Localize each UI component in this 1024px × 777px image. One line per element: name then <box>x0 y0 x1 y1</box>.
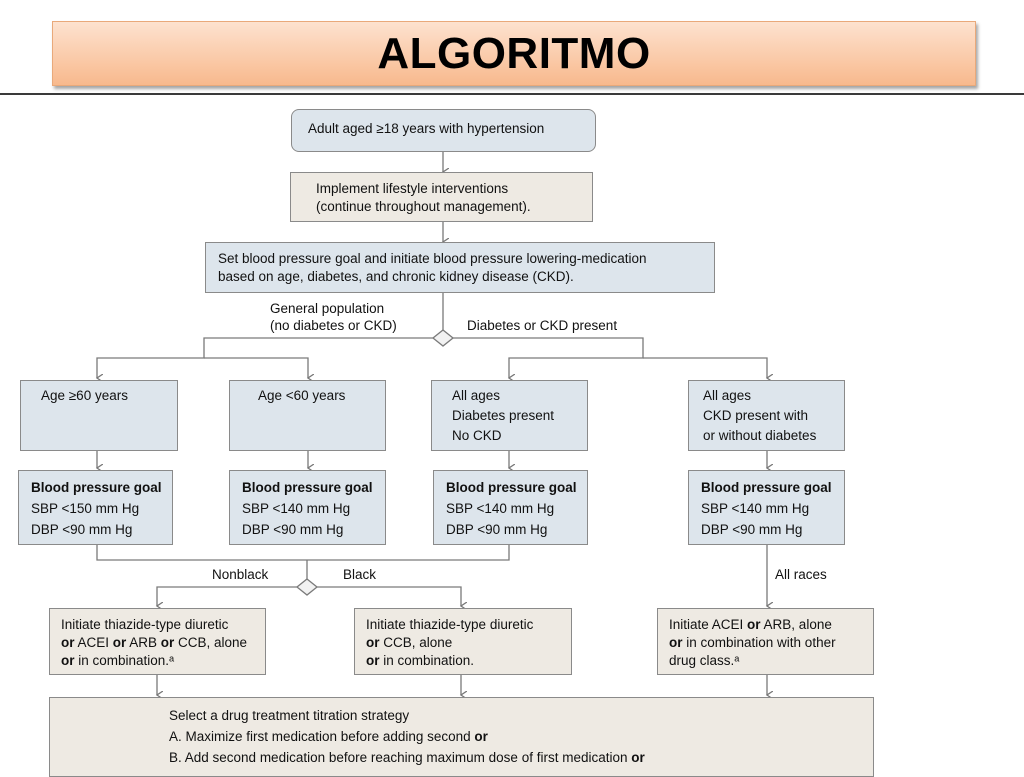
label-all-races: All races <box>775 567 827 582</box>
arrow-ageunder60 <box>204 357 308 378</box>
goal-box-1: Blood pressure goal SBP <150 mm Hg DBP <… <box>18 470 173 545</box>
decision-diamond-race <box>295 578 319 596</box>
group-ckd: All ages CKD present with or without dia… <box>688 380 845 451</box>
page-title: ALGORITMO <box>377 28 651 78</box>
set-goal-box: Set blood pressure goal and initiate blo… <box>205 242 715 293</box>
group-diabetes: All ages Diabetes present No CKD <box>431 380 588 451</box>
treatment-ckd: Initiate ACEI or ARB, alone or in combin… <box>657 608 874 675</box>
goal-box-4: Blood pressure goal SBP <140 mm Hg DBP <… <box>688 470 845 545</box>
merge-line-goals <box>96 545 510 561</box>
divider <box>0 93 1024 95</box>
title-banner: ALGORITMO <box>52 21 976 86</box>
label-black: Black <box>343 567 377 582</box>
arrow-nonblack <box>157 586 297 606</box>
lifestyle-box: Implement lifestyle interventions (conti… <box>290 172 593 222</box>
titration-box: Select a drug treatment titration strate… <box>49 697 874 777</box>
group-age-under-60: Age <60 years <box>229 380 386 451</box>
arrow-ckd <box>643 357 767 378</box>
start-box: Adult aged ≥18 years with hypertension <box>291 109 596 152</box>
arrow-diabetes <box>453 337 644 378</box>
treatment-black: Initiate thiazide-type diuretic or CCB, … <box>354 608 572 675</box>
treatment-nonblack: Initiate thiazide-type diuretic or ACEI … <box>49 608 266 675</box>
decision-diamond-top <box>431 329 455 347</box>
goal-box-3: Blood pressure goal SBP <140 mm Hg DBP <… <box>433 470 588 545</box>
arrow-black <box>317 586 461 606</box>
goal-box-2: Blood pressure goal SBP <140 mm Hg DBP <… <box>229 470 386 545</box>
label-general-population: General population (no diabetes or CKD) <box>270 301 397 333</box>
label-diabetes-ckd: Diabetes or CKD present <box>467 318 618 333</box>
group-age-60-plus: Age ≥60 years <box>20 380 178 451</box>
label-nonblack: Nonblack <box>212 567 269 582</box>
